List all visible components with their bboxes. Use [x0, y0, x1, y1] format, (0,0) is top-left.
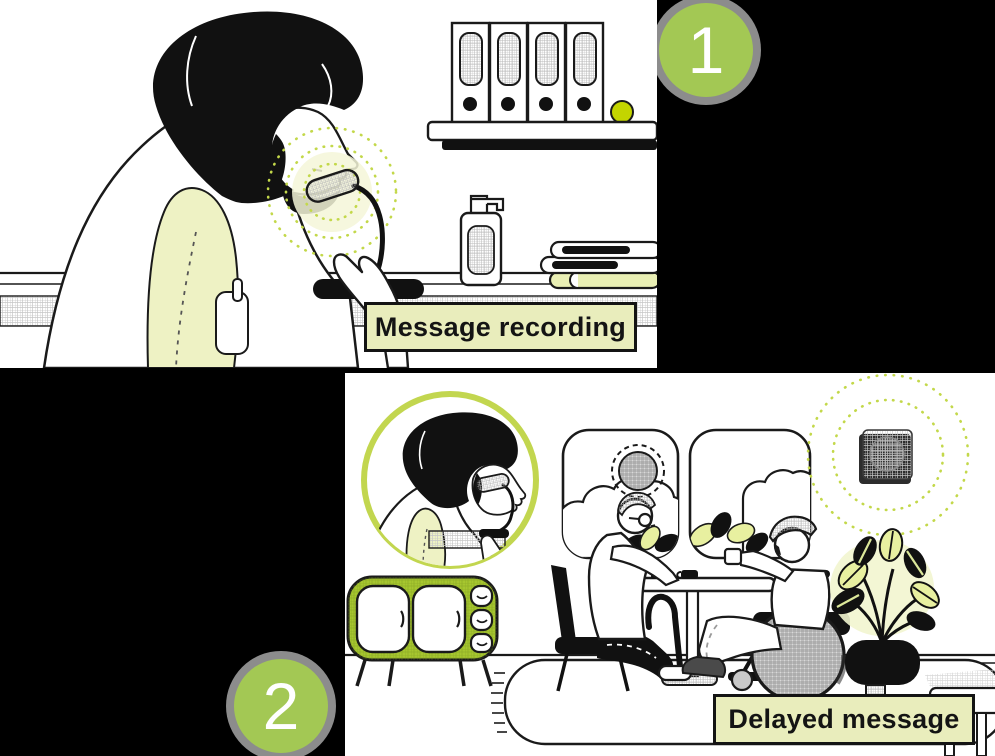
sound-waves-icon — [806, 373, 970, 537]
seated-man — [551, 491, 693, 692]
wall-speaker-icon — [859, 429, 913, 484]
step-1-number: 1 — [687, 13, 725, 87]
ball — [610, 100, 634, 124]
step-2-number: 2 — [262, 669, 300, 743]
binder — [450, 21, 491, 125]
caption-delayed-message: Delayed message — [713, 694, 975, 745]
cup — [723, 547, 743, 566]
shelf-with-binders — [426, 21, 657, 150]
cane-icon — [645, 593, 684, 679]
man-in-wheelchair — [681, 515, 850, 703]
flashback-inset — [361, 391, 539, 569]
pocket — [215, 291, 249, 355]
arm — [609, 544, 680, 587]
binder — [564, 21, 605, 125]
shoe — [681, 655, 727, 679]
sideboard — [346, 575, 499, 687]
chair-back — [551, 565, 576, 641]
binder — [488, 21, 529, 125]
shelf-shadow — [442, 140, 657, 150]
cap-icon — [768, 515, 818, 543]
shelf-board — [426, 120, 657, 142]
caption-message-recording: Message recording — [364, 302, 637, 352]
step-1-badge: 1 — [659, 3, 753, 97]
plant-pot — [845, 640, 920, 685]
hair — [617, 491, 657, 517]
soap-dispenser-icon — [459, 194, 505, 287]
recording-scene-art — [0, 11, 657, 368]
glasses-icon — [637, 512, 653, 528]
hair — [152, 11, 364, 204]
caster-wheel — [730, 668, 754, 692]
panel-message-recording — [0, 0, 657, 368]
trousers — [597, 631, 674, 680]
caption-text: Delayed message — [728, 704, 960, 734]
potted-plant — [830, 528, 940, 708]
arm — [737, 549, 795, 583]
torso — [770, 567, 831, 631]
caption-text: Message recording — [374, 311, 627, 342]
book-stack — [539, 240, 657, 290]
window-plants — [690, 512, 769, 554]
step-2-badge: 2 — [234, 659, 328, 753]
binder — [526, 21, 567, 125]
sun — [611, 444, 665, 498]
cup — [676, 570, 698, 579]
